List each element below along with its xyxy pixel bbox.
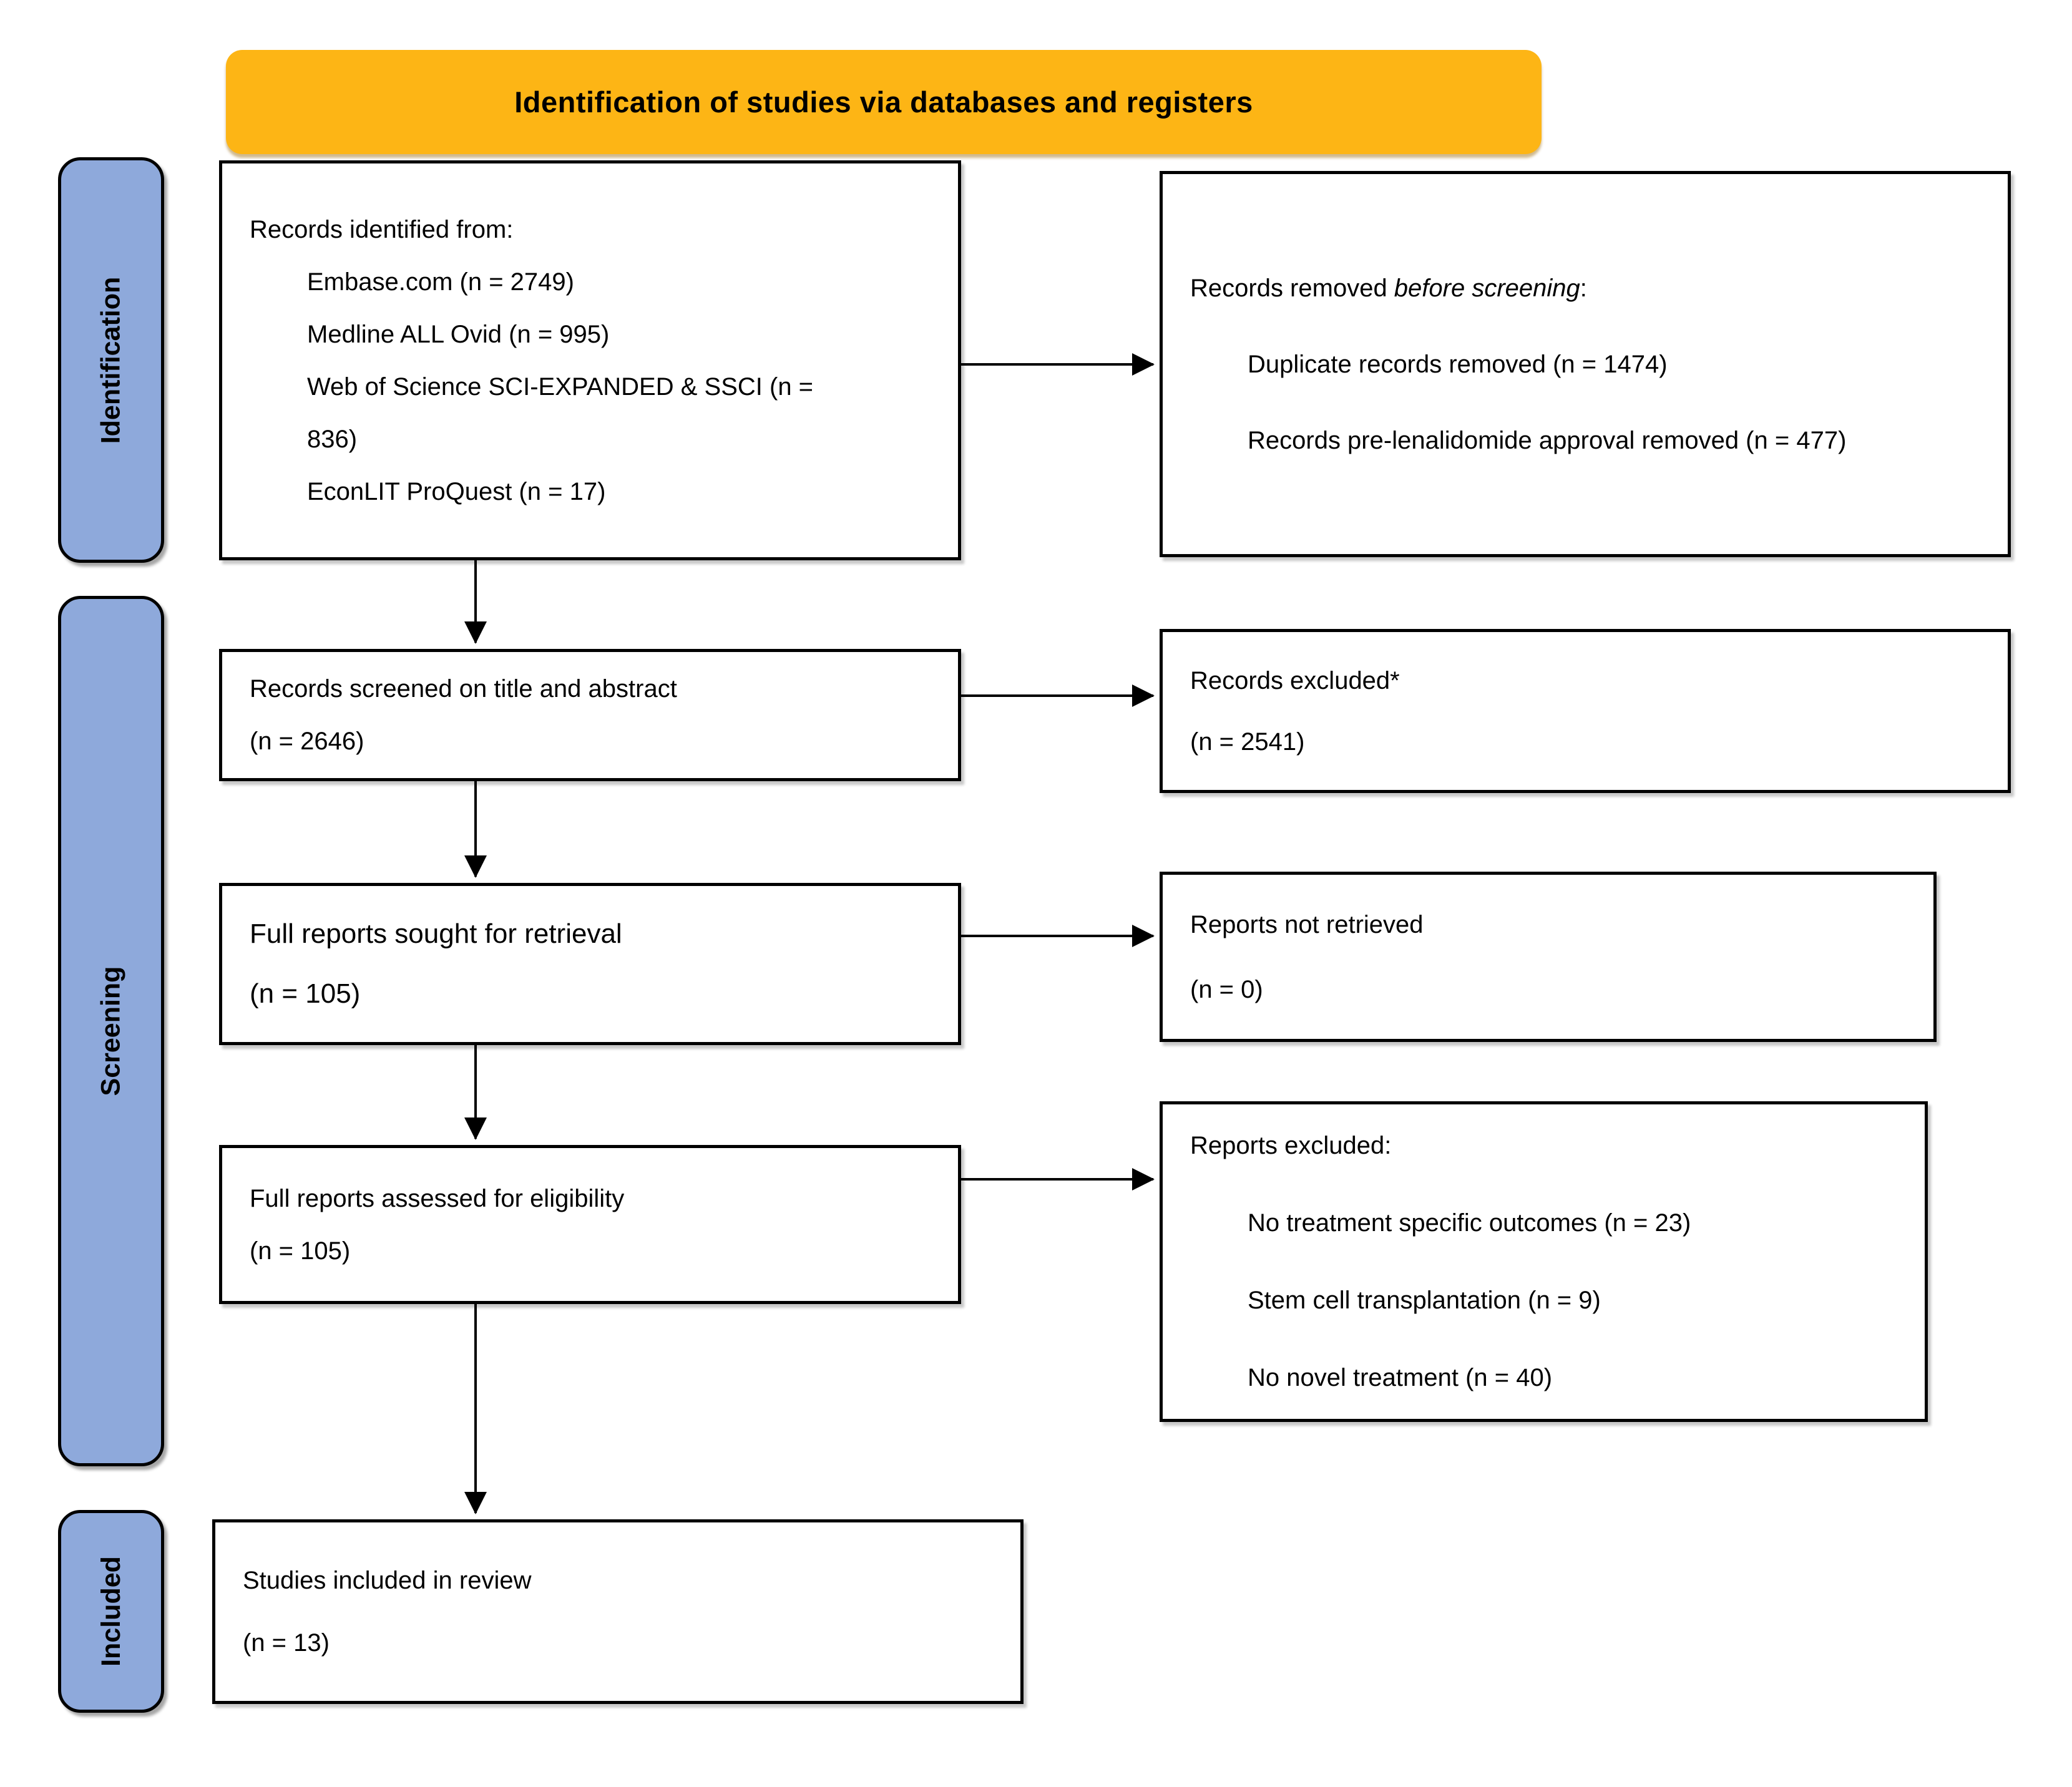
- box-title: Records screened on title and abstract: [250, 675, 677, 703]
- box-line: EconLIT ProQuest (n = 17): [307, 477, 606, 505]
- box-reports-sought: Full reports sought for retrieval (n = 1…: [219, 883, 961, 1045]
- box-title: Records excluded*: [1190, 666, 1400, 694]
- stage-label-screening: Screening: [95, 966, 126, 1096]
- box-title-italic: before screening: [1394, 274, 1580, 302]
- box-line: No novel treatment (n = 40): [1248, 1364, 1553, 1391]
- box-title: Records identified from:: [250, 215, 514, 243]
- box-title: Full reports assessed for eligibility: [250, 1184, 625, 1212]
- box-records-identified: Records identified from: Embase.com (n =…: [219, 160, 961, 560]
- box-title-text: Records removed: [1190, 274, 1394, 302]
- box-records-excluded: Records excluded* (n = 2541): [1160, 629, 2011, 793]
- box-line: Stem cell transplantation (n = 9): [1248, 1287, 1601, 1314]
- box-title: Full reports sought for retrieval: [250, 918, 622, 949]
- box-line: 836): [307, 425, 358, 453]
- box-line: Embase.com (n = 2749): [307, 268, 574, 296]
- box-records-screened: Records screened on title and abstract (…: [219, 649, 961, 781]
- box-title: Records removed before screening:: [1190, 250, 1995, 326]
- banner-title: Identification of studies via databases …: [226, 50, 1542, 154]
- box-title: Reports not retrieved: [1190, 910, 1424, 938]
- box-count: (n = 105): [250, 978, 361, 1009]
- box-studies-included: Studies included in review (n = 13): [212, 1519, 1024, 1704]
- box-line: No treatment specific outcomes (n = 23): [1248, 1209, 1691, 1237]
- stage-bar-identification: Identification: [58, 157, 164, 563]
- box-line: Medline ALL Ovid (n = 995): [307, 320, 610, 348]
- stage-bar-screening: Screening: [58, 596, 164, 1466]
- box-reports-assessed: Full reports assessed for eligibility (n…: [219, 1145, 961, 1304]
- box-title-text: :: [1580, 274, 1587, 302]
- box-count: (n = 105): [250, 1237, 351, 1265]
- box-title: Reports excluded:: [1190, 1132, 1392, 1159]
- box-title: Studies included in review: [243, 1567, 532, 1594]
- box-line: Web of Science SCI-EXPANDED & SSCI (n =: [307, 372, 814, 401]
- box-line: Records pre-lenalidomide approval remove…: [1248, 426, 1847, 454]
- box-count: (n = 0): [1190, 975, 1263, 1003]
- box-count: (n = 13): [243, 1629, 330, 1657]
- box-count: (n = 2646): [250, 728, 364, 755]
- box-reports-excluded: Reports excluded: No treatment specific …: [1160, 1101, 1928, 1422]
- box-reports-not-retrieved: Reports not retrieved (n = 0): [1160, 872, 1937, 1042]
- box-count: (n = 2541): [1190, 728, 1305, 756]
- banner-title-label: Identification of studies via databases …: [514, 85, 1253, 119]
- stage-label-included: Included: [95, 1556, 126, 1667]
- box-line: Duplicate records removed (n = 1474): [1248, 350, 1668, 378]
- box-records-removed: Records removed before screening: Duplic…: [1160, 171, 2011, 557]
- stage-bar-included: Included: [58, 1510, 164, 1713]
- stage-label-identification: Identification: [95, 276, 126, 444]
